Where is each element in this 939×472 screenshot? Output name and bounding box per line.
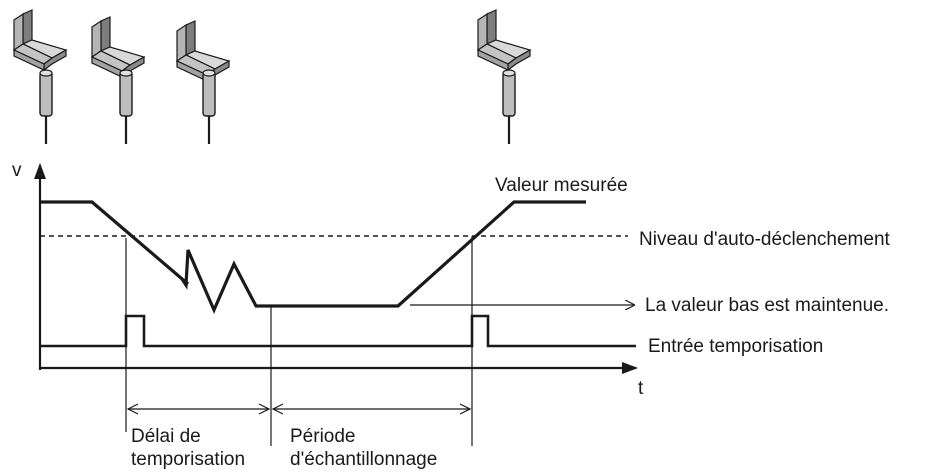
l-bracket-workpiece-icon (477, 9, 531, 71)
x-axis-label: t (638, 378, 644, 399)
proximity-sensor-icon (201, 68, 217, 146)
timing-delay-label-line2: temporisation (131, 449, 245, 470)
sampling-period-label-line2: d'échantillonnage (290, 449, 437, 470)
l-bracket-workpiece-icon (13, 9, 67, 71)
sensor-icons (38, 68, 517, 146)
measured-value-label: Valeur mesurée (495, 175, 628, 196)
timing-input-label: Entrée temporisation (648, 336, 823, 357)
sampling-period-label-line1: Période (290, 426, 356, 447)
timing-delay-label-line1: Délai de (131, 426, 201, 447)
y-axis-arrow (34, 163, 46, 179)
proximity-sensor-icon (118, 68, 134, 146)
workpiece-icons (13, 9, 531, 82)
proximity-sensor-icon (38, 68, 54, 146)
l-bracket-workpiece-icon (91, 16, 145, 78)
low-value-held-label: La valeur bas est maintenue. (645, 295, 889, 316)
timing-input-signal (40, 314, 636, 348)
proximity-sensor-icon (501, 68, 517, 146)
y-axis-label: v (12, 160, 22, 181)
x-axis-arrow (622, 362, 638, 374)
timing-delay-interval (126, 403, 271, 415)
sampling-period-interval (271, 403, 472, 415)
trigger-level-label: Niveau d'auto-déclenchement (639, 229, 891, 250)
measured-value-line (40, 200, 586, 315)
